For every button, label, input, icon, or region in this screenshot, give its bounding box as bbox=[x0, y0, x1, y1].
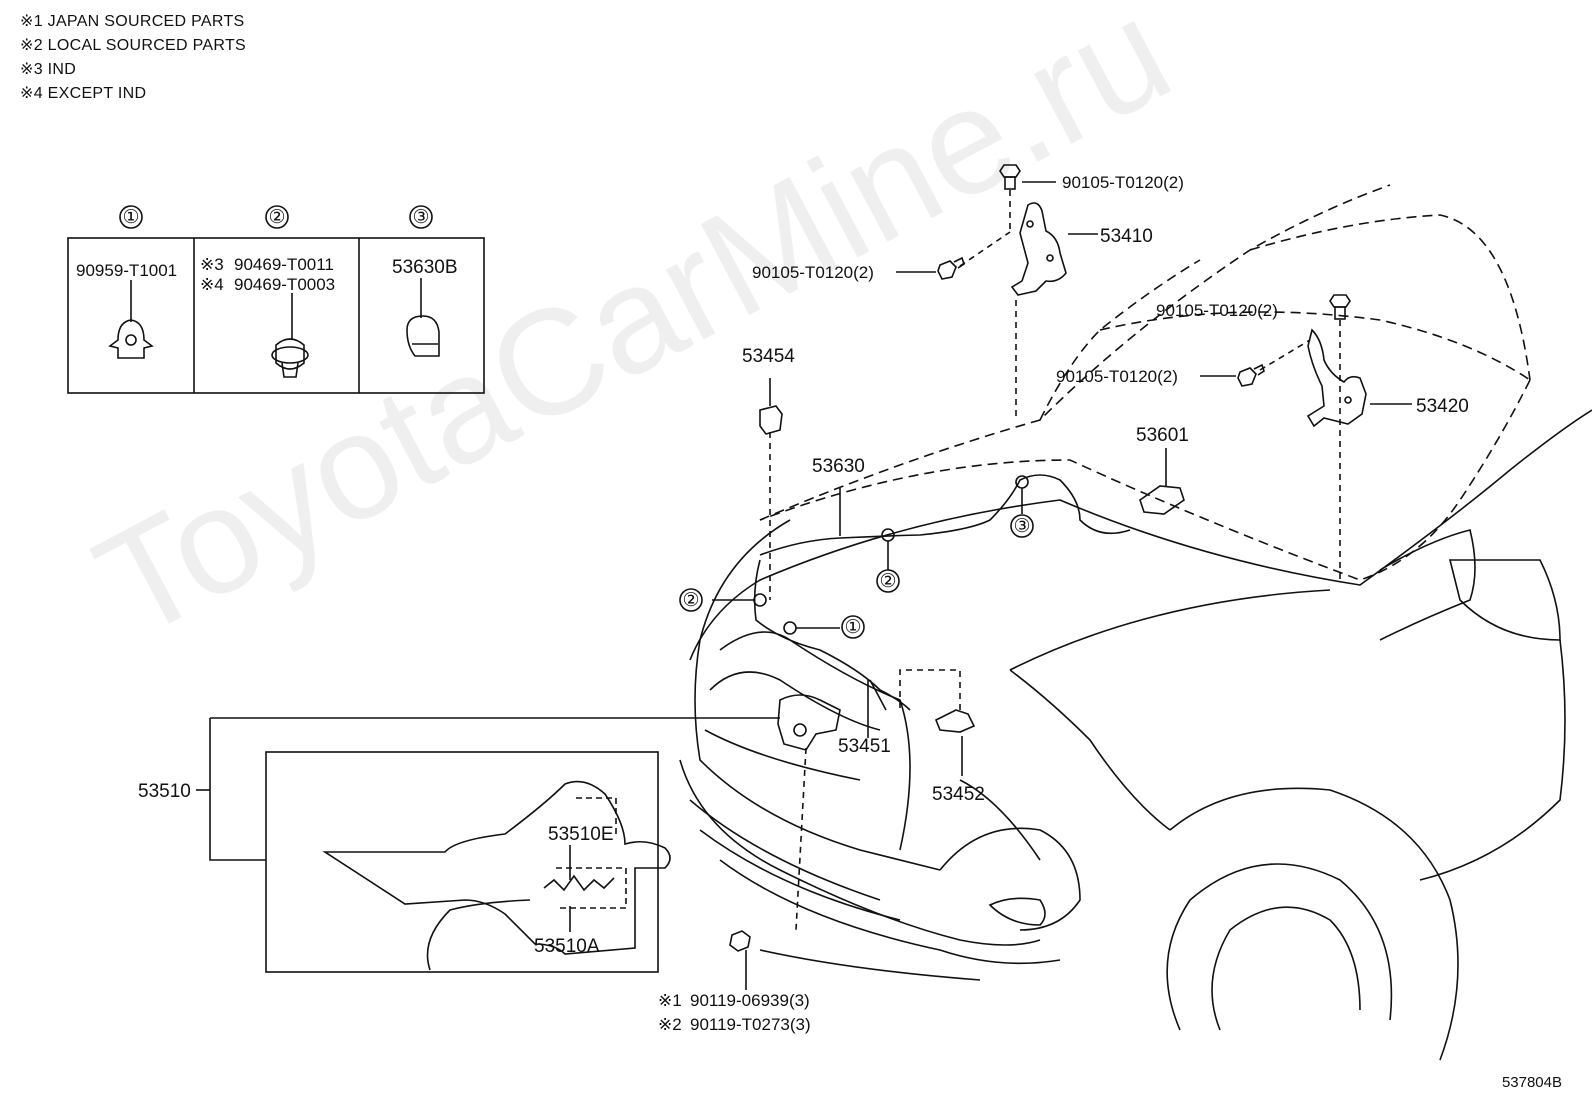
note-3: ※3 IND bbox=[20, 61, 77, 78]
svg-text:53420: 53420 bbox=[1416, 396, 1469, 417]
svg-text:※4: ※4 bbox=[200, 275, 224, 294]
svg-text:③: ③ bbox=[1013, 516, 1030, 537]
hood-latch-53451 bbox=[867, 679, 887, 738]
svg-text:53454: 53454 bbox=[742, 346, 795, 367]
svg-text:53630B: 53630B bbox=[392, 257, 458, 278]
svg-text:53410: 53410 bbox=[1100, 226, 1153, 247]
svg-text:90469-T0011: 90469-T0011 bbox=[234, 255, 334, 274]
svg-text:※2: ※2 bbox=[658, 1015, 682, 1034]
vehicle-front-outline bbox=[679, 184, 1592, 1061]
svg-text:③: ③ bbox=[412, 207, 429, 228]
clip-2-icon bbox=[271, 293, 309, 378]
svg-text:90105-T0120(2): 90105-T0120(2) bbox=[1062, 173, 1184, 192]
svg-text:※3: ※3 bbox=[200, 255, 224, 274]
bolt-icon-right-top bbox=[1329, 294, 1351, 320]
clip-1-icon bbox=[108, 280, 154, 359]
notes-list: ※1 JAPAN SOURCED PARTS ※2 LOCAL SOURCED … bbox=[20, 10, 246, 106]
legend-text: ① ② ③ 90959-T1001 ※3 90469-T0011 ※4 9046… bbox=[76, 207, 458, 294]
svg-text:①: ① bbox=[122, 207, 139, 228]
svg-text:90959-T1001: 90959-T1001 bbox=[76, 261, 177, 280]
legend-box bbox=[67, 205, 485, 394]
inset-detail bbox=[265, 751, 671, 973]
bolt-icon-left bbox=[896, 256, 965, 280]
svg-text:90119-06939(3): 90119-06939(3) bbox=[690, 991, 810, 1010]
svg-text:②: ② bbox=[268, 207, 285, 228]
svg-text:53601: 53601 bbox=[1136, 425, 1189, 446]
hood-hinge-lh bbox=[1010, 202, 1098, 296]
svg-text:53452: 53452 bbox=[932, 784, 985, 805]
svg-text:53451: 53451 bbox=[838, 736, 891, 757]
hood-hinge-rh bbox=[1306, 328, 1412, 428]
grommet-3-icon bbox=[406, 278, 440, 357]
release-cable-53630 bbox=[712, 474, 1131, 711]
hood-lock-53510 bbox=[196, 694, 841, 861]
svg-text:53510E: 53510E bbox=[548, 824, 614, 845]
svg-text:②: ② bbox=[682, 590, 699, 611]
release-handle-53601 bbox=[1139, 448, 1185, 515]
svg-text:※1: ※1 bbox=[658, 991, 682, 1010]
svg-text:53510A: 53510A bbox=[534, 936, 600, 957]
hood-bumper-53454 bbox=[759, 378, 783, 435]
svg-text:53630: 53630 bbox=[812, 456, 865, 477]
note-4: ※4 EXCEPT IND bbox=[20, 85, 147, 102]
latch-bracket-53452 bbox=[934, 709, 976, 776]
bolt-icon-right-mid bbox=[1200, 363, 1265, 387]
svg-text:90105-T0120(2): 90105-T0120(2) bbox=[752, 263, 874, 282]
screw-90119 bbox=[729, 930, 751, 990]
svg-text:①: ① bbox=[844, 617, 861, 638]
figure-code: 537804B bbox=[1501, 1074, 1562, 1091]
svg-text:②: ② bbox=[879, 571, 896, 592]
bolt-icon-top bbox=[999, 164, 1056, 190]
dashed-leaders bbox=[769, 190, 1341, 931]
note-2: ※2 LOCAL SOURCED PARTS bbox=[20, 37, 246, 54]
svg-text:90469-T0003: 90469-T0003 bbox=[234, 275, 335, 294]
note-1: ※1 JAPAN SOURCED PARTS bbox=[20, 13, 245, 30]
svg-text:90105-T0120(2): 90105-T0120(2) bbox=[1156, 301, 1278, 320]
callout-text: 90105-T0120(2) 90105-T0120(2) 90105-T012… bbox=[138, 173, 1469, 1034]
svg-text:90119-T0273(3): 90119-T0273(3) bbox=[690, 1015, 811, 1034]
svg-text:53510: 53510 bbox=[138, 781, 191, 802]
svg-text:90105-T0120(2): 90105-T0120(2) bbox=[1056, 367, 1178, 386]
